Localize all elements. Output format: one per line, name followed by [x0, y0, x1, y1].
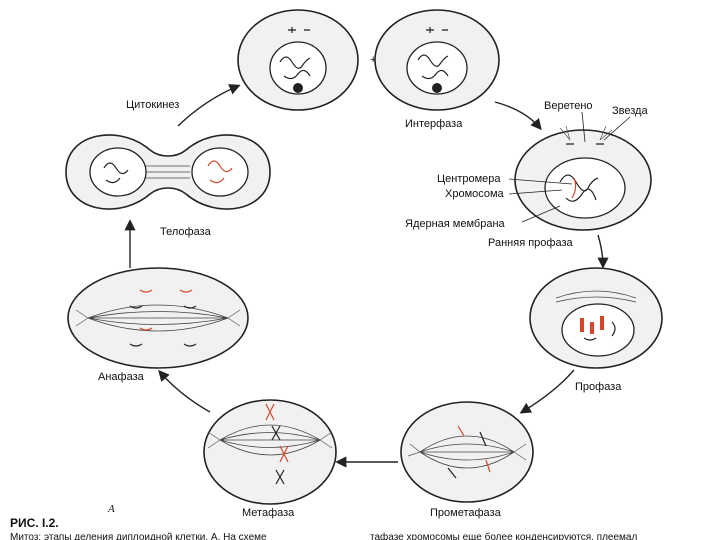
label-spindle: Веретено [544, 100, 593, 112]
arrow-cytokinesis-to-interphase [177, 84, 241, 127]
leader-chromosome [508, 189, 563, 195]
arrow-interphase-to-early-prophase [494, 101, 542, 131]
arrow-metaphase-to-anaphase [158, 369, 211, 413]
leader-spindle [581, 111, 586, 143]
interphase-cell-right [374, 9, 500, 111]
label-anaphase: Анафаза [98, 371, 145, 383]
caption-text-left: Митоз: этапы деления диплоидной клетки. … [10, 532, 267, 540]
caption-text-right: тафазе хромосомы еще более конденсируютс… [370, 531, 637, 540]
plus-sign: + [370, 54, 376, 66]
label-telophase: Телофаза [160, 226, 212, 238]
prophase-cell [529, 267, 663, 369]
metaphase-cell [203, 399, 337, 505]
label-chromosome: Хромосома [445, 188, 505, 200]
label-prophase: Профаза [575, 381, 622, 393]
label-star: Звезда [612, 105, 648, 117]
label-nuclear-membrane: Ядерная мембрана [405, 218, 506, 230]
leader-nuclear-membrane [521, 205, 561, 223]
interphase-cell-left [237, 9, 359, 111]
label-cytokinesis: Цитокинез [126, 99, 179, 111]
label-metaphase: Метафаза [242, 507, 295, 519]
arrow-prophase-to-prometaphase [519, 369, 575, 414]
caption-letter: А [107, 503, 115, 515]
label-early-prophase: Ранняя профаза [488, 237, 573, 249]
leader-star [603, 116, 631, 141]
label-interphase: Интерфаза [405, 118, 463, 130]
early-prophase-cell [514, 125, 652, 231]
anaphase-cell [67, 267, 249, 369]
leader-centromere [508, 178, 573, 185]
telophase-cell [65, 134, 271, 210]
label-prometaphase: Прометафаза [430, 507, 502, 519]
prometaphase-cell [400, 401, 534, 503]
arrow-early-prophase-to-prophase [597, 234, 609, 269]
label-centromere: Центромера [437, 173, 501, 185]
caption-title: РИС. I.2. [10, 516, 59, 530]
